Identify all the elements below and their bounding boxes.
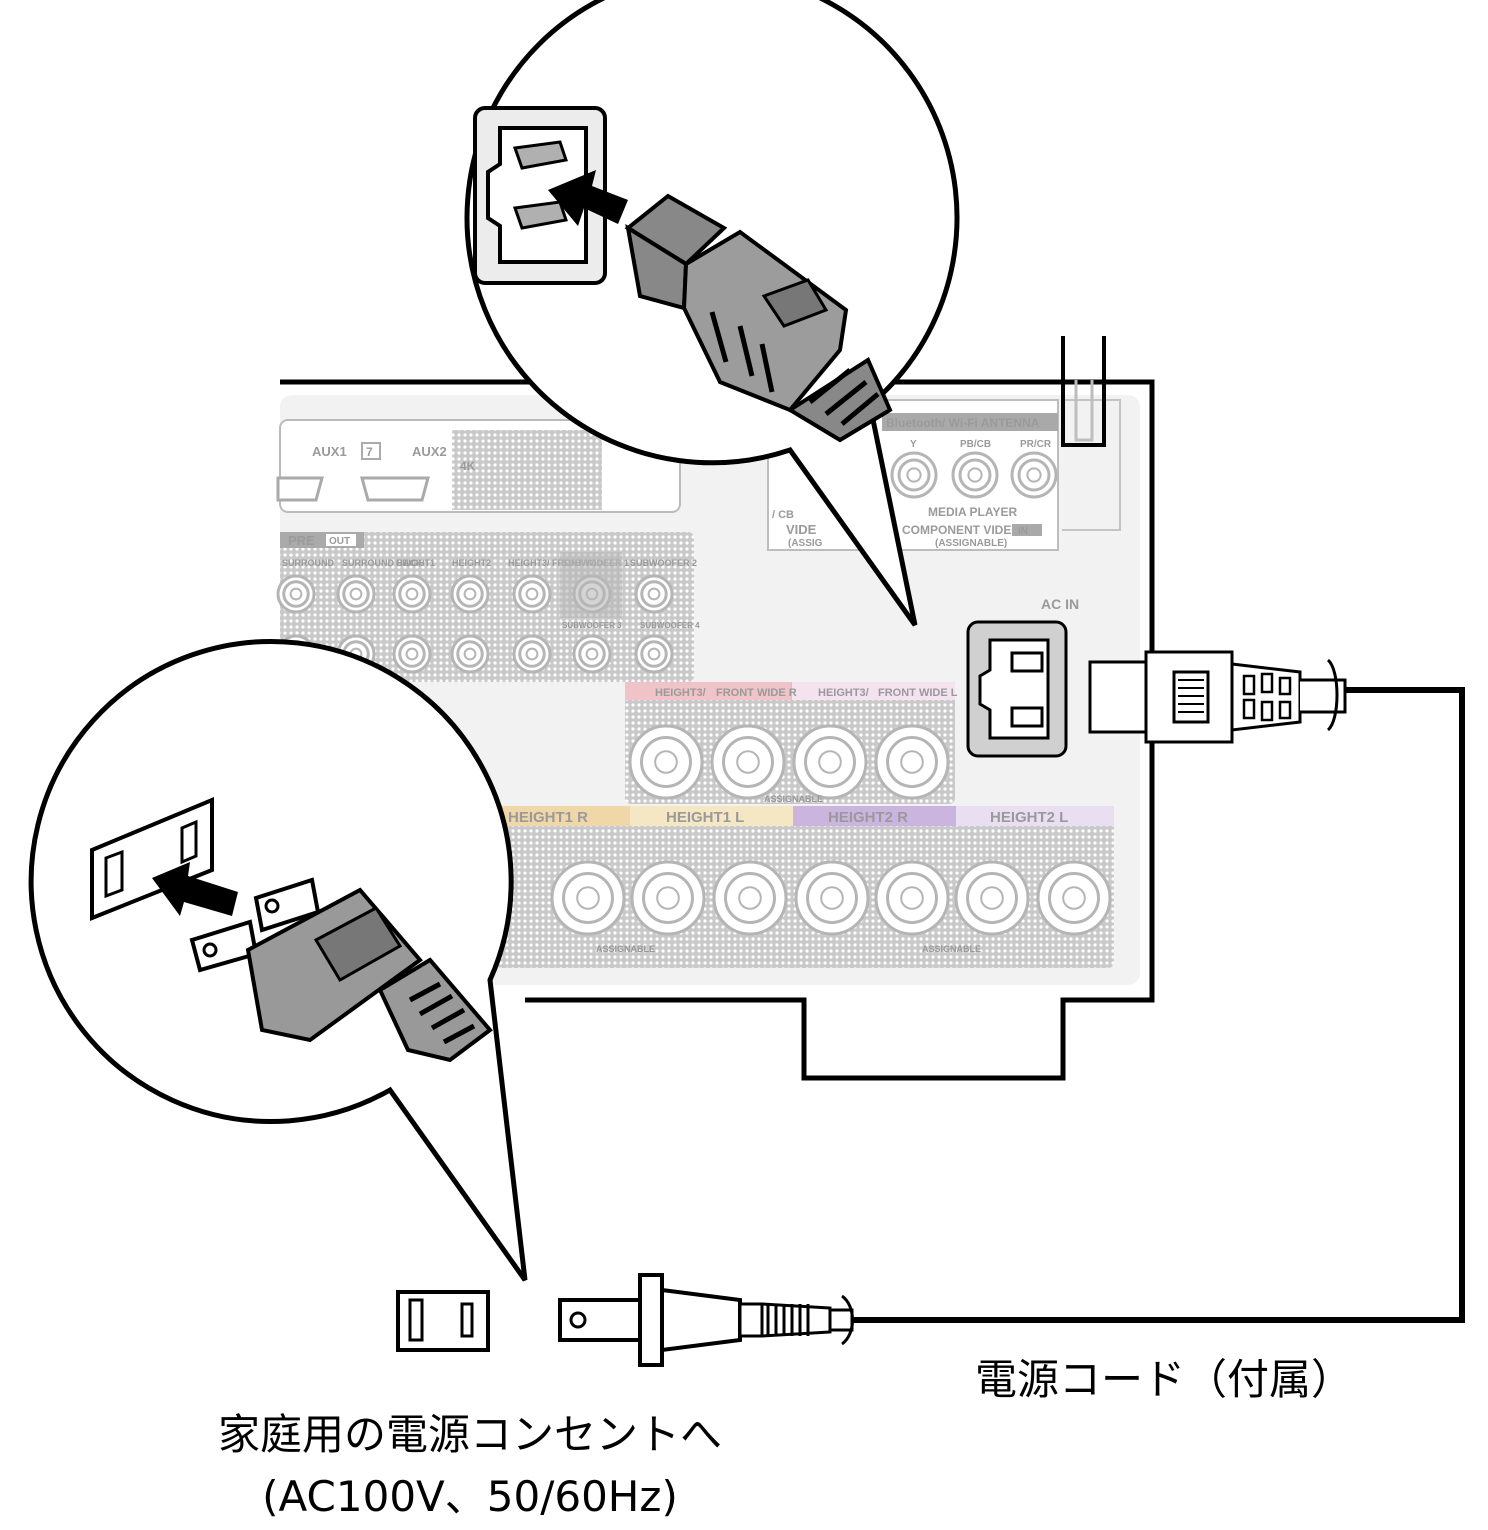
rca-jack xyxy=(450,574,490,614)
rca-jack xyxy=(512,634,552,674)
media-player-label: MEDIA PLAYER xyxy=(928,505,1017,519)
rca-jack xyxy=(1010,451,1058,499)
component-jack-label: Y xyxy=(910,439,917,450)
pre-out-label: SURROUND xyxy=(282,558,335,568)
power-cord-caption: 電源コード（付属） xyxy=(975,1355,1354,1404)
pre-out-label: HEIGHT3/ FRONT WIDE xyxy=(508,558,609,568)
pre-out-label: SURROUND BACK xyxy=(342,558,423,568)
rca-jack xyxy=(634,634,674,674)
rca-jack xyxy=(392,574,432,614)
lower-assignable-1: ASSIGNABLE xyxy=(596,944,655,954)
rca-jack xyxy=(450,634,490,674)
speaker-upper-label-2: FRONT WIDE R xyxy=(716,687,797,699)
hdmi-label-aux2: AUX2 xyxy=(412,444,447,459)
pre-out-pre: PRE xyxy=(288,533,315,548)
power-cord xyxy=(558,650,1465,1367)
speaker-terminal xyxy=(628,724,704,800)
video-partial-2: VIDE xyxy=(786,522,817,537)
zoom-bubble-mains-plug xyxy=(28,639,528,1282)
speaker-terminal xyxy=(1036,860,1112,936)
outlet-caption-line1: 家庭用の電源コンセントへ xyxy=(217,1410,722,1459)
video-partial-3: (ASSIG xyxy=(788,538,823,549)
ac-in-label: AC IN xyxy=(1041,596,1079,612)
speaker-lower-label-4: HEIGHT2 L xyxy=(990,809,1068,826)
speaker-upper-label-3: HEIGHT3/ xyxy=(818,687,869,699)
speaker-terminal xyxy=(630,860,706,936)
speaker-lower-label-1: HEIGHT1 R xyxy=(508,809,588,826)
pre-out-label: HEIGHT1 xyxy=(396,558,435,568)
rca-jack xyxy=(276,574,316,614)
video-partial-1: / CB xyxy=(772,509,794,521)
hdmi-label-7: 7 xyxy=(366,445,373,459)
rca-jack xyxy=(392,634,432,674)
speaker-lower-terminals xyxy=(550,860,1112,936)
speaker-terminal xyxy=(550,860,626,936)
outlet-caption: 家庭用の電源コンセントへ (AC100V、50/60Hz) xyxy=(200,1404,740,1528)
component-video-label: COMPONENT VIDEO xyxy=(902,523,1021,537)
component-in-badge: IN xyxy=(1018,526,1028,537)
rca-jack xyxy=(634,574,674,614)
pre-out-label: HEIGHT2 xyxy=(452,558,491,568)
speaker-terminal xyxy=(710,724,786,800)
upper-assignable: ASSIGNABLE xyxy=(764,794,823,804)
rca-jack xyxy=(890,451,938,499)
speaker-terminal xyxy=(712,860,788,936)
rca-jack xyxy=(336,574,376,614)
speaker-terminal xyxy=(874,860,950,936)
component-jack-label: PB/CB xyxy=(960,439,991,450)
speaker-upper-terminals xyxy=(628,724,950,800)
speaker-upper-label-1: HEIGHT3/ xyxy=(655,687,706,699)
speaker-lower-label-3: HEIGHT2 R xyxy=(828,809,908,826)
antenna-label: Bluetooth/ Wi-Fi ANTENNA xyxy=(886,416,1040,430)
component-assignable: (ASSIGNABLE) xyxy=(935,538,1007,549)
hdmi-label-4k: 4K xyxy=(460,459,476,473)
zoom-bubble-ac-inlet xyxy=(464,0,960,627)
pre-out-label: SUBWOOFER 4 xyxy=(640,621,700,630)
speaker-terminal xyxy=(954,860,1030,936)
speaker-lower-label-2: HEIGHT1 L xyxy=(666,809,744,826)
speaker-terminal xyxy=(792,724,868,800)
hdmi-label-aux1: AUX1 xyxy=(312,444,347,459)
pre-out-out: OUT xyxy=(329,536,350,547)
rca-jack xyxy=(572,634,612,674)
speaker-terminal xyxy=(874,724,950,800)
lower-assignable-2: ASSIGNABLE xyxy=(922,944,981,954)
component-jack-label: PR/CR xyxy=(1020,439,1052,450)
rca-jack xyxy=(951,451,999,499)
speaker-terminal xyxy=(794,860,870,936)
pre-out-label: SUBWOOFER 3 xyxy=(562,621,622,630)
outlet-caption-line2: (AC100V、50/60Hz) xyxy=(262,1472,678,1521)
pre-out-label: SUBWOOFER 2 xyxy=(630,558,697,568)
speaker-upper-label-4: FRONT WIDE L xyxy=(878,687,958,699)
rca-jack xyxy=(512,574,552,614)
wall-outlet xyxy=(396,1290,490,1352)
